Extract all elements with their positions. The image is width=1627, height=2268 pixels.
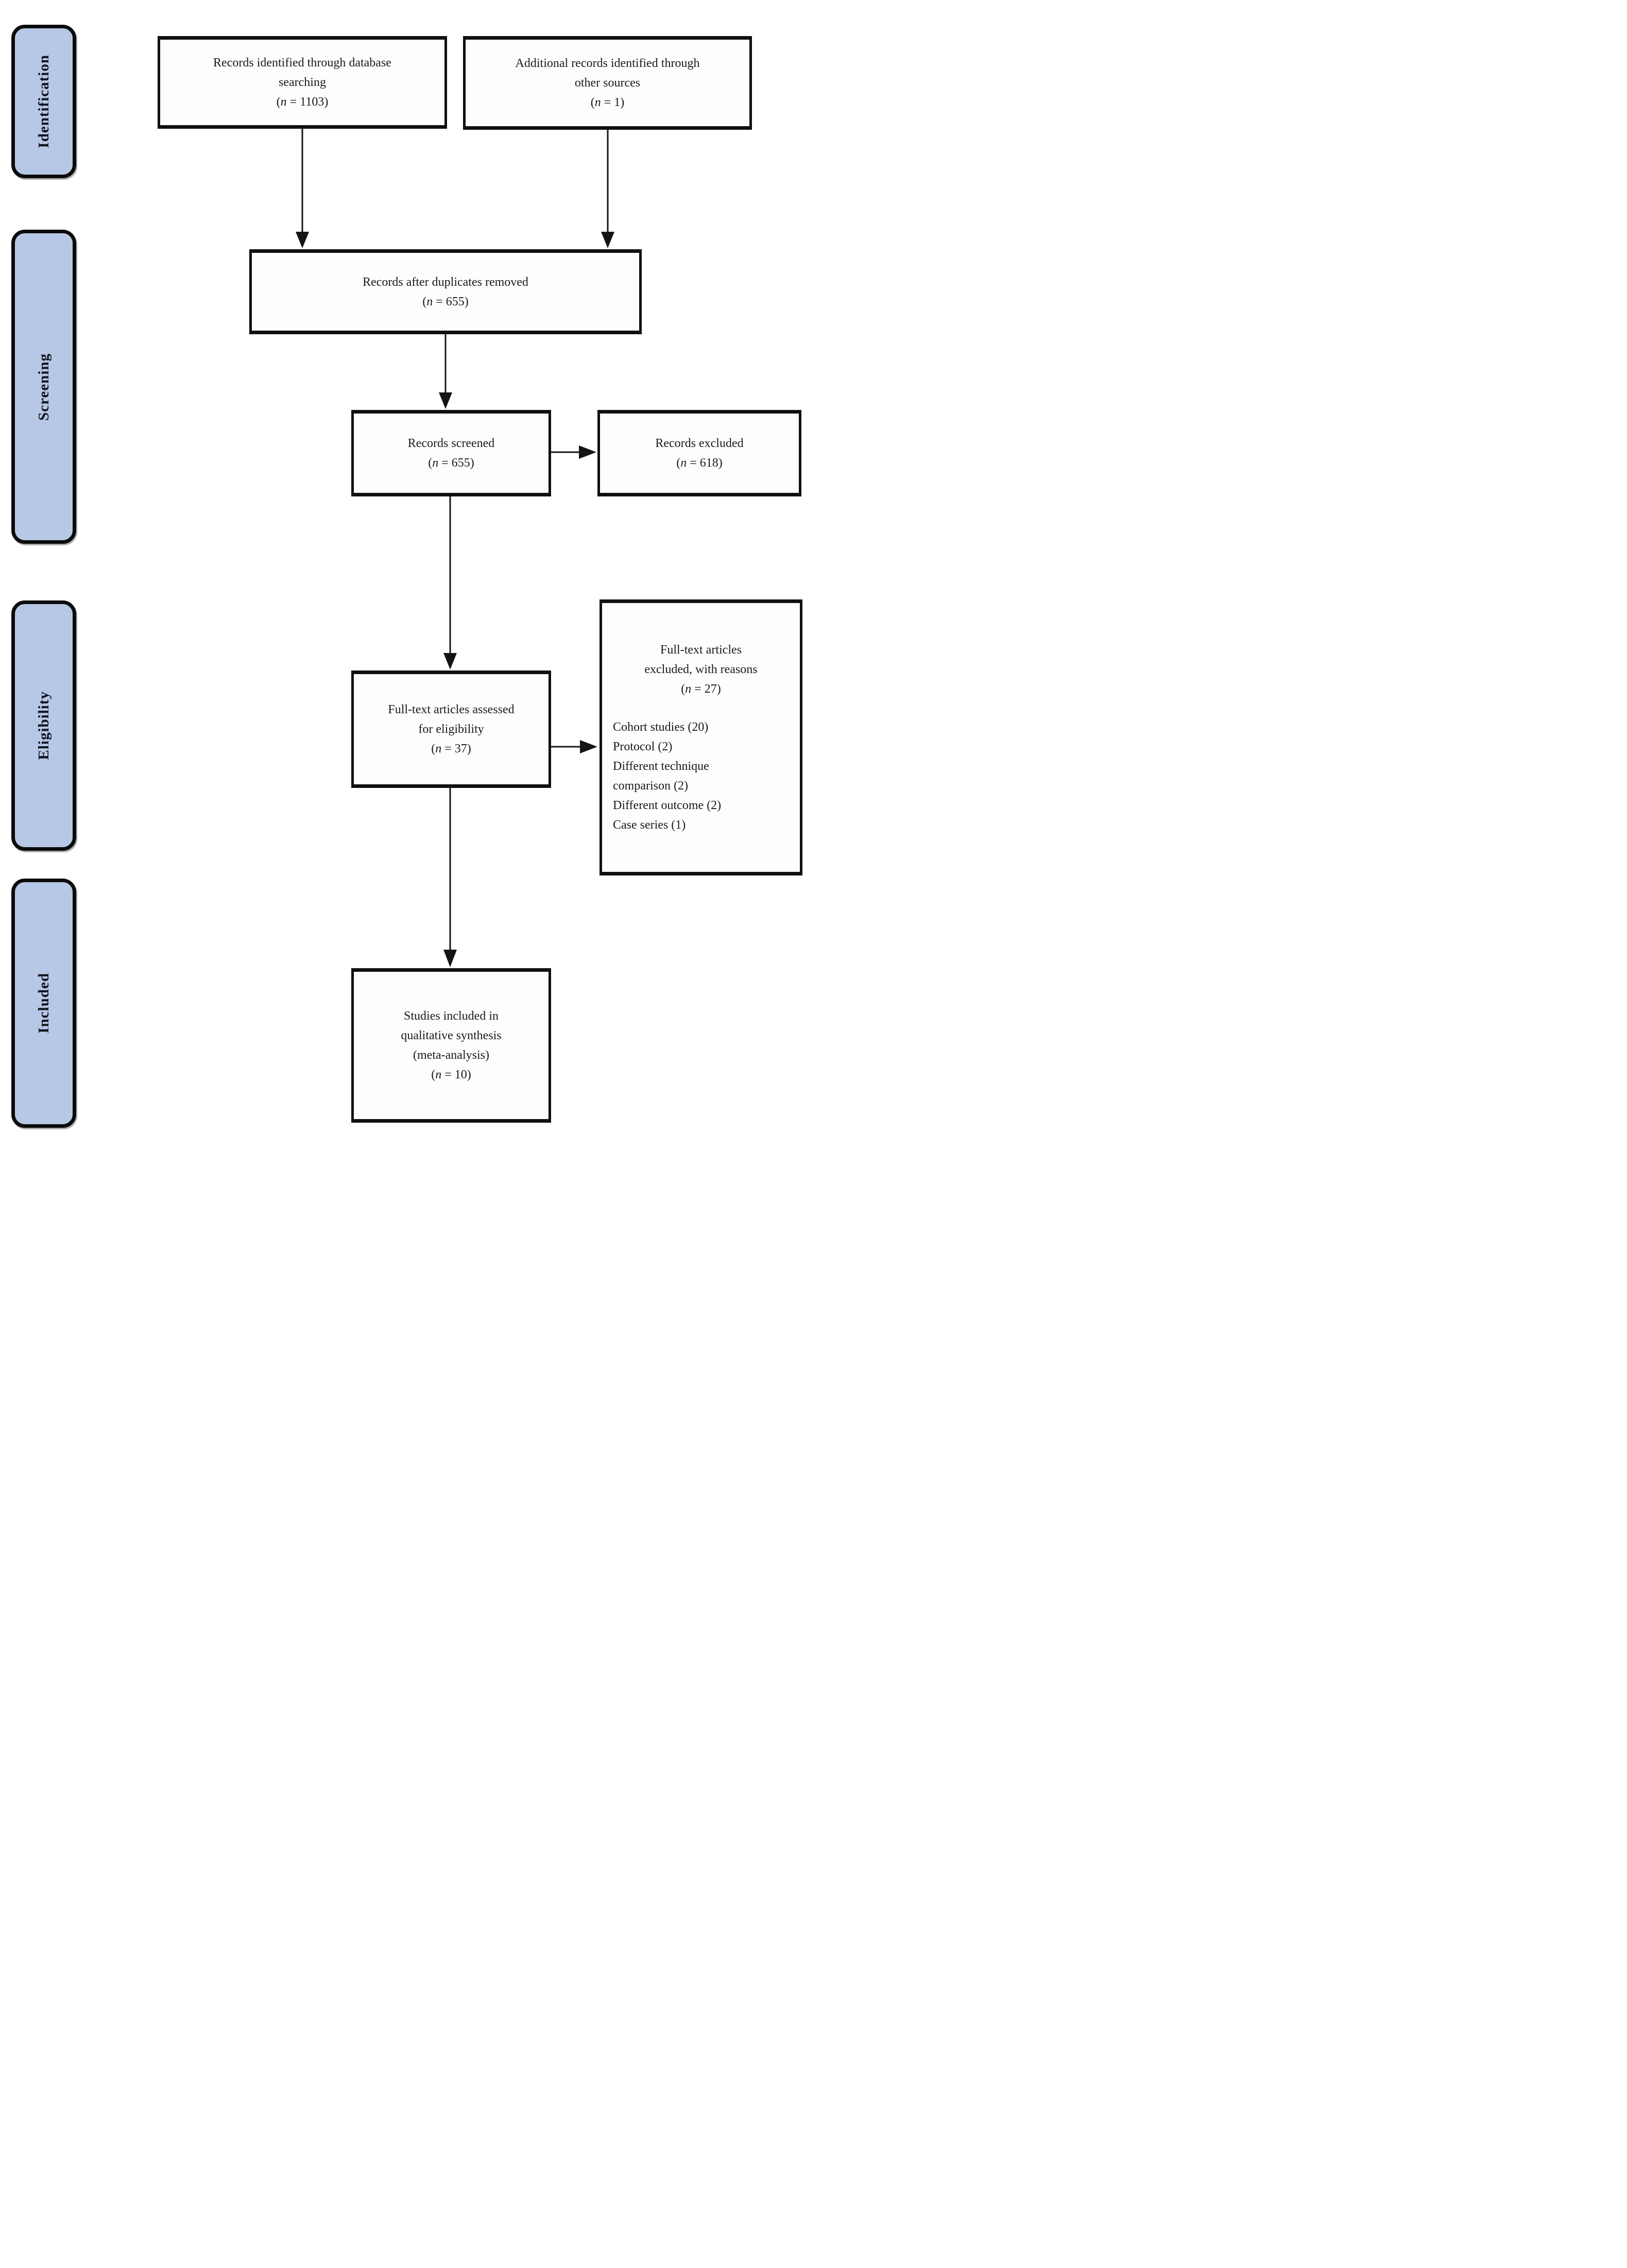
box-text-line: Records screened [407, 437, 495, 450]
box-count: (n = 37) [431, 742, 471, 755]
arrow-fulltext-to-included [443, 788, 457, 967]
flow-arrows [296, 129, 614, 967]
stage-eligibility-label: Eligibility [35, 691, 52, 760]
stage-identification: Identification [11, 25, 76, 178]
arrowhead-icon [439, 392, 452, 409]
exclusion-reason: Different outcome (2) [613, 799, 722, 812]
box-count: (n = 27) [681, 682, 721, 696]
box-count: (n = 655) [422, 295, 469, 308]
box-fulltext-excluded-title: Full-text articles excluded, with reason… [602, 603, 800, 699]
exclusion-reason: Protocol (2) [613, 740, 673, 753]
box-records-identified: Records identified through database sear… [158, 36, 447, 129]
arrow-other-sources-to-duplicates [601, 130, 614, 248]
box-text-line: qualitative synthesis [401, 1029, 502, 1042]
box-records-excluded: Records excluded (n = 618) [597, 410, 801, 496]
prisma-flow-diagram: Identification Screening Eligibility Inc… [0, 0, 814, 1134]
box-text-line: Studies included in [404, 1009, 499, 1023]
box-records-screened: Records screened (n = 655) [351, 410, 551, 496]
box-fulltext-assessed: Full-text articles assessed for eligibil… [351, 671, 551, 788]
arrow-fulltext-to-reasons [551, 740, 597, 753]
stage-screening-label: Screening [35, 353, 52, 421]
arrow-screened-to-fulltext [443, 496, 457, 669]
box-text-line: Records excluded [655, 437, 744, 450]
box-count: (n = 10) [431, 1068, 471, 1081]
stage-included: Included [11, 879, 76, 1128]
arrowhead-icon [601, 232, 614, 248]
box-text-line: Full-text articles [660, 643, 742, 657]
box-text-line: Records after duplicates removed [363, 275, 528, 289]
box-studies-included: Studies included in qualitative synthesi… [351, 968, 551, 1123]
stage-included-label: Included [35, 973, 52, 1034]
arrow-screened-to-excluded [551, 445, 596, 459]
box-text-line: (meta-analysis) [413, 1049, 489, 1062]
exclusion-reasons-list: Cohort studies (20) Protocol (2) Differe… [602, 717, 800, 835]
stage-eligibility: Eligibility [11, 600, 76, 851]
box-text-line: Full-text articles assessed [388, 703, 515, 716]
stage-screening: Screening [11, 230, 76, 544]
stage-identification-label: Identification [35, 55, 52, 148]
arrowhead-icon [296, 232, 309, 248]
box-text-line: Records identified through database [213, 56, 391, 70]
box-additional-records: Additional records identified through ot… [463, 36, 752, 130]
exclusion-reason: Cohort studies (20) [613, 720, 709, 734]
box-text-line: Additional records identified through [515, 57, 700, 70]
arrow-db-search-to-duplicates [296, 129, 309, 248]
box-count: (n = 1103) [276, 95, 329, 109]
box-count: (n = 618) [676, 456, 723, 470]
arrowhead-icon [580, 740, 597, 753]
box-text-line: for eligibility [418, 723, 484, 736]
arrowhead-icon [443, 653, 457, 669]
box-count: (n = 1) [590, 96, 625, 109]
exclusion-reason: Case series (1) [613, 818, 686, 832]
box-text-line: excluded, with reasons [644, 663, 758, 676]
arrow-duplicates-to-screened [439, 334, 452, 409]
exclusion-reason: Different technique comparison (2) [613, 760, 709, 793]
arrowhead-icon [443, 950, 457, 967]
box-fulltext-excluded: Full-text articles excluded, with reason… [600, 599, 802, 875]
box-duplicates-removed: Records after duplicates removed (n = 65… [249, 249, 642, 334]
box-count: (n = 655) [428, 456, 474, 470]
box-text-line: searching [279, 76, 326, 89]
box-text-line: other sources [574, 76, 641, 90]
arrowhead-icon [579, 445, 596, 459]
